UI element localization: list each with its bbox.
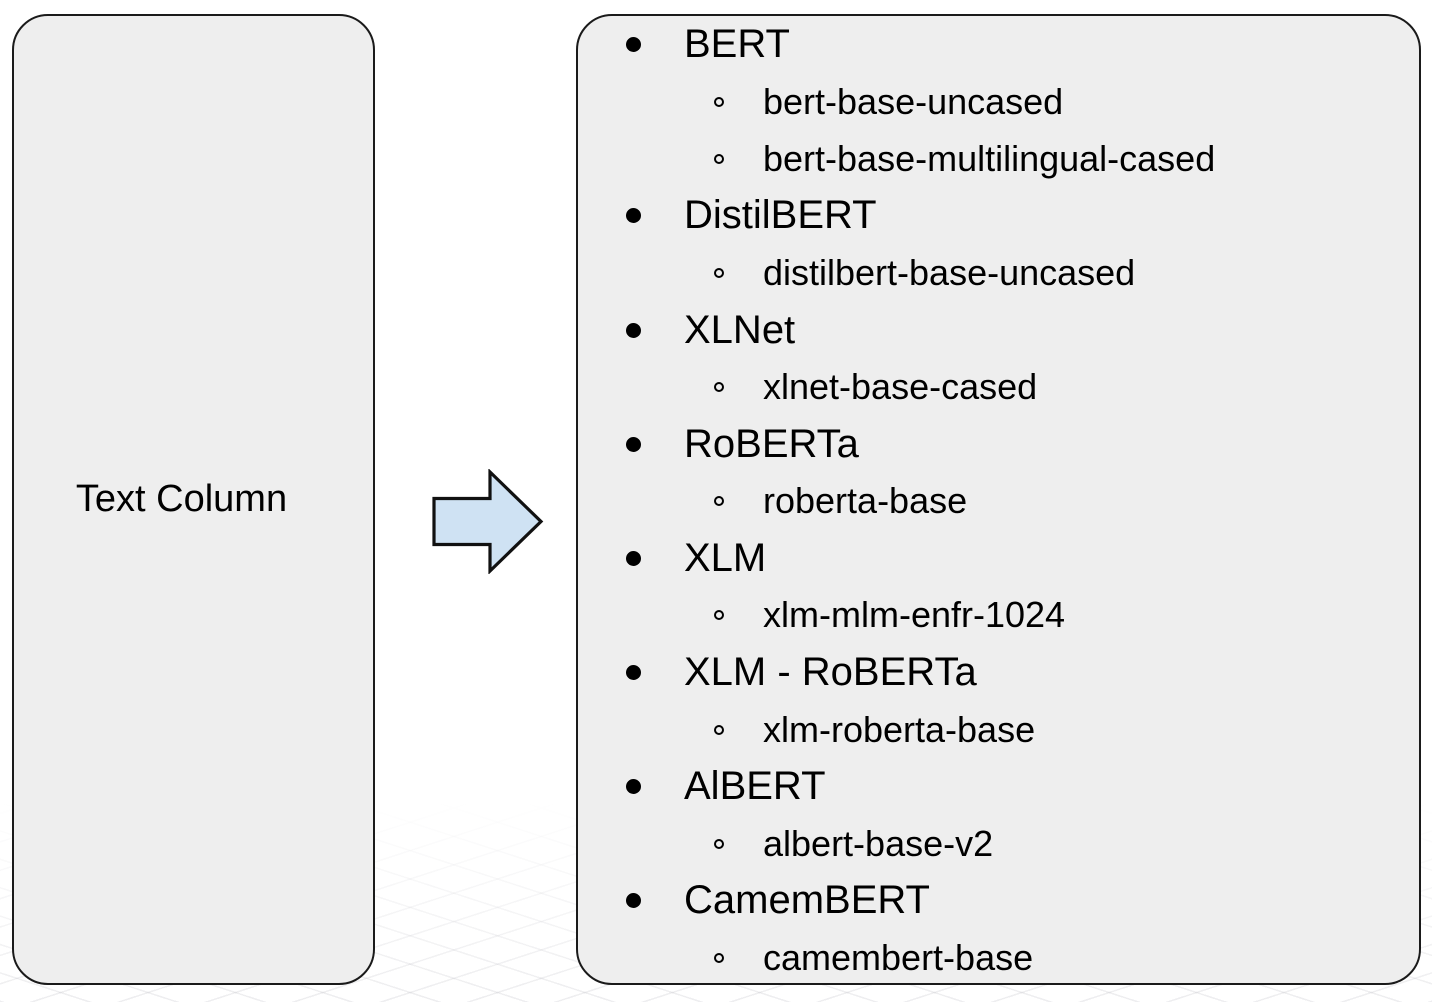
checkpoint-name: camembert-base (763, 937, 1034, 979)
hollow-bullet-icon (714, 153, 724, 164)
filled-bullet-icon (626, 322, 641, 338)
hollow-bullet-icon (714, 838, 724, 849)
list-item-model: RoBERTa (578, 416, 1419, 473)
checkpoint-name: bert-base-uncased (763, 80, 1064, 122)
checkpoint-name: roberta-base (763, 480, 968, 522)
list-item-checkpoint: xlm-mlm-enfr-1024 (578, 587, 1419, 644)
hollow-bullet-icon (714, 724, 724, 735)
model-name: XLM (684, 535, 767, 580)
list-item-checkpoint: bert-base-uncased (578, 73, 1419, 130)
list-item-checkpoint: bert-base-multilingual-cased (578, 130, 1419, 187)
list-item-checkpoint: camembert-base (578, 930, 1419, 984)
hollow-bullet-icon (714, 496, 724, 507)
model-name: XLNet (684, 307, 796, 352)
list-item-model: XLM (578, 530, 1419, 587)
right-arrow-icon (432, 468, 544, 575)
list-item-model: CamemBERT (578, 872, 1419, 929)
list-item-checkpoint: roberta-base (578, 473, 1419, 530)
hollow-bullet-icon (714, 953, 724, 964)
model-name: XLM - RoBERTa (684, 650, 977, 695)
model-name: CamemBERT (684, 878, 930, 923)
hollow-bullet-icon (714, 610, 724, 621)
filled-bullet-icon (626, 37, 641, 53)
models-list-box: BERT bert-base-uncased bert-base-multili… (576, 14, 1421, 985)
checkpoint-name: xlm-roberta-base (763, 708, 1036, 750)
list-item-model: DistilBERT (578, 187, 1419, 244)
text-column-label: Text Column (75, 477, 288, 520)
filled-bullet-icon (626, 665, 641, 681)
list-item-model: XLM - RoBERTa (578, 644, 1419, 701)
filled-bullet-icon (626, 208, 641, 224)
checkpoint-name: albert-base-v2 (763, 822, 994, 864)
model-name: DistilBERT (684, 193, 877, 238)
model-name: RoBERTa (684, 421, 859, 466)
list-item-checkpoint: albert-base-v2 (578, 815, 1419, 872)
hollow-bullet-icon (714, 96, 724, 107)
list-item-checkpoint: distilbert-base-uncased (578, 244, 1419, 301)
list-item-model: AlBERT (578, 758, 1419, 815)
checkpoint-name: xlm-mlm-enfr-1024 (763, 594, 1066, 636)
text-column-box: Text Column (12, 14, 375, 985)
checkpoint-name: distilbert-base-uncased (763, 251, 1136, 293)
filled-bullet-icon (626, 893, 641, 909)
checkpoint-name: bert-base-multilingual-cased (763, 137, 1216, 179)
filled-bullet-icon (626, 436, 641, 452)
list-item-checkpoint: xlnet-base-cased (578, 359, 1419, 416)
hollow-bullet-icon (714, 382, 724, 393)
model-name: AlBERT (684, 764, 826, 809)
list-item-model: XLNet (578, 301, 1419, 358)
model-name: BERT (684, 22, 790, 67)
list-item-checkpoint: xlm-roberta-base (578, 701, 1419, 758)
filled-bullet-icon (626, 779, 641, 795)
hollow-bullet-icon (714, 267, 724, 278)
filled-bullet-icon (626, 550, 641, 566)
list-item-model: BERT (578, 16, 1419, 73)
checkpoint-name: xlnet-base-cased (763, 366, 1038, 408)
